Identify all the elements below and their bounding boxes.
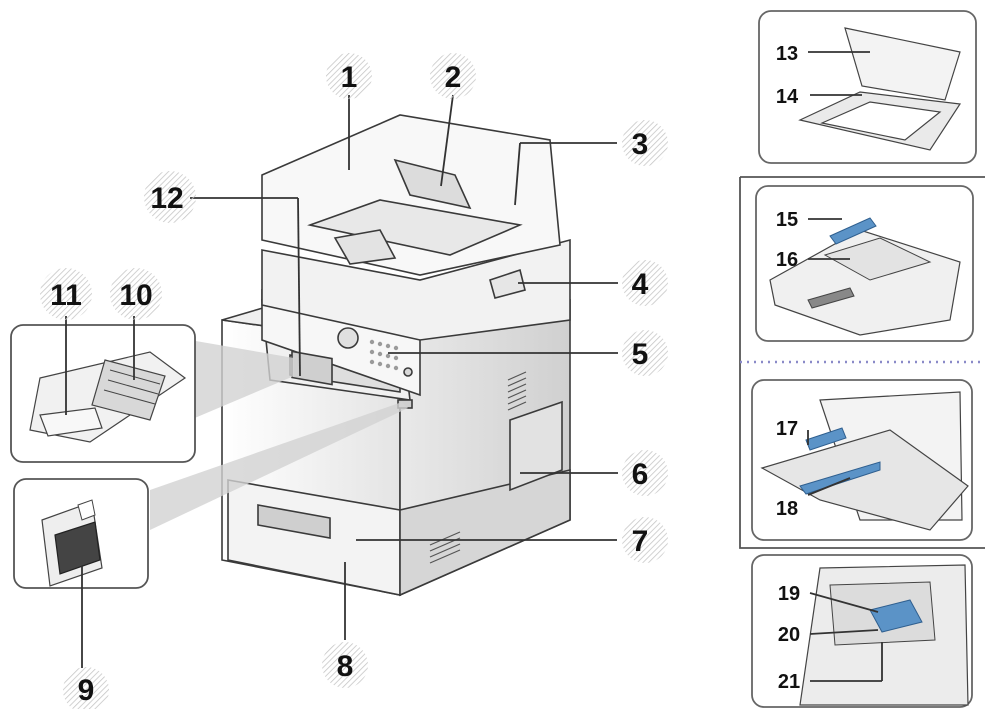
callout-19: 19 <box>778 583 800 605</box>
callout-3: 3 <box>632 128 649 161</box>
callout-15: 15 <box>776 209 798 231</box>
callout-8: 8 <box>337 650 354 683</box>
callout-2: 2 <box>445 61 462 94</box>
callout-7: 7 <box>632 525 649 558</box>
callout-13: 13 <box>776 43 798 65</box>
callout-21: 21 <box>778 671 800 693</box>
callout-6: 6 <box>632 458 649 491</box>
inset-scanner-lid <box>758 10 977 164</box>
inset-paper-tray-guides <box>755 185 974 342</box>
magnifier-cone-tray <box>190 340 294 420</box>
callout-badges: 1 2 3 4 5 6 7 8 9 10 11 12 13 14 15 16 1… <box>40 43 800 709</box>
callout-12: 12 <box>150 182 183 215</box>
right-bracket-frame <box>739 176 985 549</box>
inset-output-tray <box>10 316 196 463</box>
callout-9: 9 <box>78 674 95 707</box>
inset-usb-port <box>13 478 149 668</box>
callout-10: 10 <box>119 279 152 312</box>
callout-leader-lines <box>190 94 618 640</box>
leader-18 <box>807 477 851 496</box>
callout-1: 1 <box>341 61 358 94</box>
printer-main-illustration <box>221 114 571 597</box>
callout-18: 18 <box>776 498 798 520</box>
leader-19 <box>809 592 879 613</box>
inset-manual-feeder <box>751 379 973 541</box>
callout-4: 4 <box>632 268 649 301</box>
callout-16: 16 <box>776 249 798 271</box>
magnifier-cone-usb <box>150 402 408 530</box>
callout-11: 11 <box>50 279 82 312</box>
callout-20: 20 <box>778 624 800 646</box>
callout-17: 17 <box>776 418 798 440</box>
callout-14: 14 <box>776 86 799 108</box>
inset-toner-area <box>751 554 973 708</box>
callout-5: 5 <box>632 338 649 371</box>
leader-20 <box>809 629 879 635</box>
